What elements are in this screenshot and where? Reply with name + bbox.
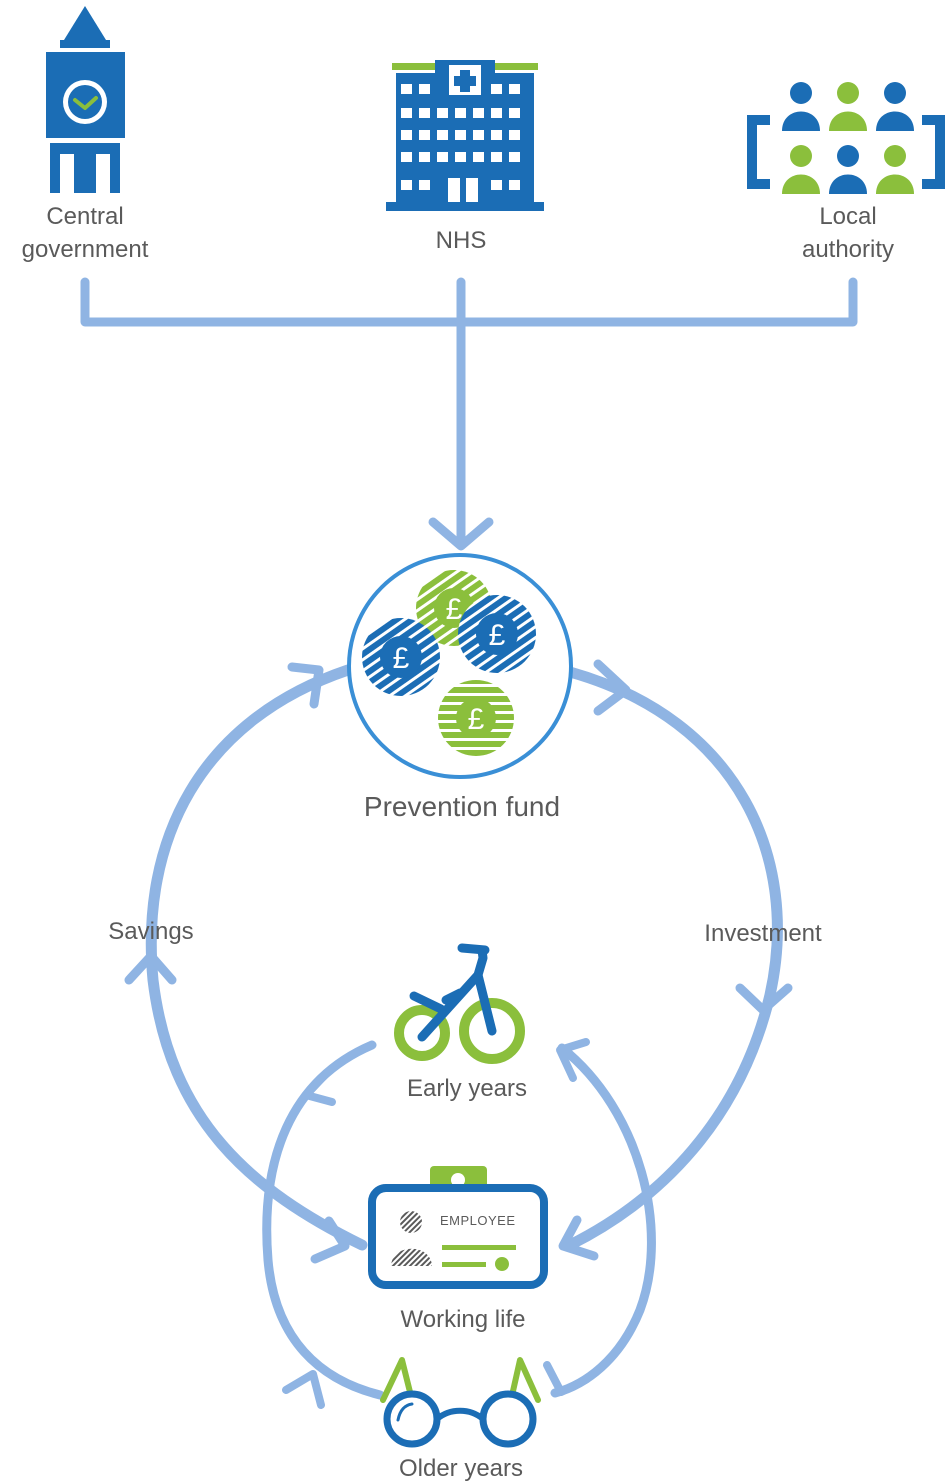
working-life-label: Working life — [401, 1306, 526, 1333]
prevention-fund-label: Prevention fund — [364, 791, 560, 822]
hospital-window — [401, 180, 412, 190]
hospital-building-icon — [386, 60, 544, 211]
local-authority-label-line1: Local — [819, 203, 876, 230]
hospital-window — [401, 84, 412, 94]
hospital-window — [437, 152, 448, 162]
person-head — [884, 145, 906, 167]
inner-loop-arrowheads — [282, 1038, 591, 1409]
hospital-window — [509, 108, 520, 118]
hospital-window — [491, 108, 502, 118]
hospital-window — [419, 84, 430, 94]
investment-label: Investment — [704, 920, 822, 947]
hospital-window — [473, 152, 484, 162]
outer-loop-arrowheads — [124, 659, 793, 1264]
person-body — [782, 174, 820, 194]
hospital-window — [401, 152, 412, 162]
hospital-window — [491, 84, 502, 94]
outer-flow-loop — [145, 664, 783, 1251]
hospital-window — [419, 108, 430, 118]
balance-bike-icon — [394, 943, 525, 1064]
employee-badge-text: EMPLOYEE — [440, 1213, 516, 1228]
pound-coin-blue-left: £ — [362, 618, 440, 696]
person-body — [876, 111, 914, 131]
hospital-window — [491, 130, 502, 140]
hospital-window — [419, 152, 430, 162]
person-body — [876, 174, 914, 194]
hospital-window — [455, 130, 466, 140]
central-government-label-line2: government — [22, 236, 149, 263]
person-body — [829, 111, 867, 131]
big-ben-clock-tower-icon — [46, 6, 125, 193]
pound-coin-blue-right: £ — [458, 595, 536, 673]
early-years-label: Early years — [407, 1075, 527, 1102]
source-connector-lines — [80, 277, 858, 551]
local-authority-label-line2: authority — [802, 236, 894, 263]
hospital-window — [509, 180, 520, 190]
person-head — [884, 82, 906, 104]
hospital-window — [491, 180, 502, 190]
pound-coin-green-bottom: £ — [438, 680, 514, 756]
hospital-window — [401, 108, 412, 118]
person-head — [790, 145, 812, 167]
hospital-window — [509, 152, 520, 162]
central-government-label-line1: Central — [46, 203, 123, 230]
hospital-window — [419, 130, 430, 140]
person-body — [782, 111, 820, 131]
hospital-window — [455, 152, 466, 162]
person-head — [790, 82, 812, 104]
person-head — [837, 82, 859, 104]
hospital-window — [437, 108, 448, 118]
older-years-label: Older years — [399, 1455, 523, 1482]
coins-pound-icon: £ £ £ £ — [362, 570, 536, 756]
hospital-window — [509, 130, 520, 140]
hospital-window — [419, 180, 430, 190]
person-head — [837, 145, 859, 167]
hospital-window — [509, 84, 520, 94]
hospital-window — [455, 108, 466, 118]
person-body — [829, 174, 867, 194]
nhs-label: NHS — [436, 227, 487, 254]
employee-id-card-icon: EMPLOYEE — [368, 1166, 548, 1289]
svg-text:£: £ — [446, 593, 463, 626]
hospital-window — [491, 152, 502, 162]
hospital-window — [473, 108, 484, 118]
hospital-window — [437, 130, 448, 140]
svg-text:£: £ — [468, 703, 485, 736]
svg-text:£: £ — [393, 642, 410, 675]
glasses-icon — [380, 1357, 541, 1448]
hospital-window — [473, 130, 484, 140]
people-group-icon — [747, 82, 945, 194]
savings-label: Savings — [108, 918, 193, 945]
hospital-window — [401, 130, 412, 140]
svg-text:£: £ — [489, 619, 506, 652]
